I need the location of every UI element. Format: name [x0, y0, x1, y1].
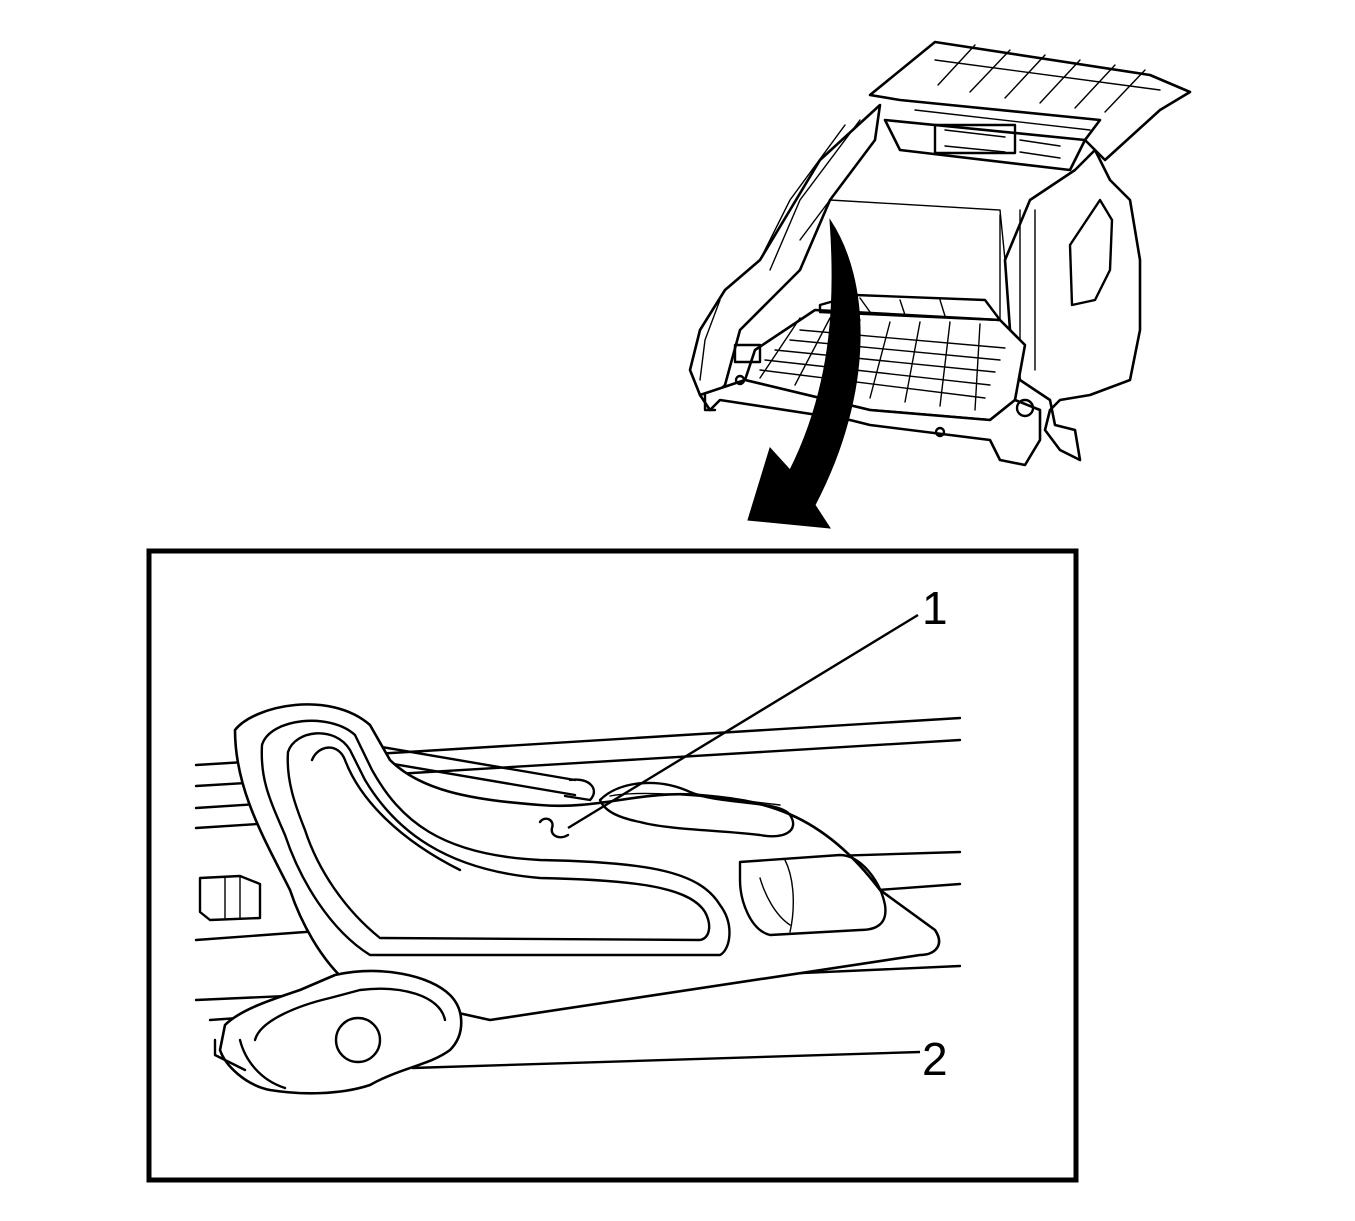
zoom-arrow — [747, 218, 861, 529]
detail-inset — [146, 548, 1079, 1183]
callout-2-label: 2 — [922, 1033, 948, 1085]
callout-2: 2 — [411, 1033, 948, 1085]
callout-1-label: 1 — [922, 582, 948, 634]
vehicle-rear-view — [688, 40, 1192, 467]
callout-1: 1 — [567, 582, 948, 830]
